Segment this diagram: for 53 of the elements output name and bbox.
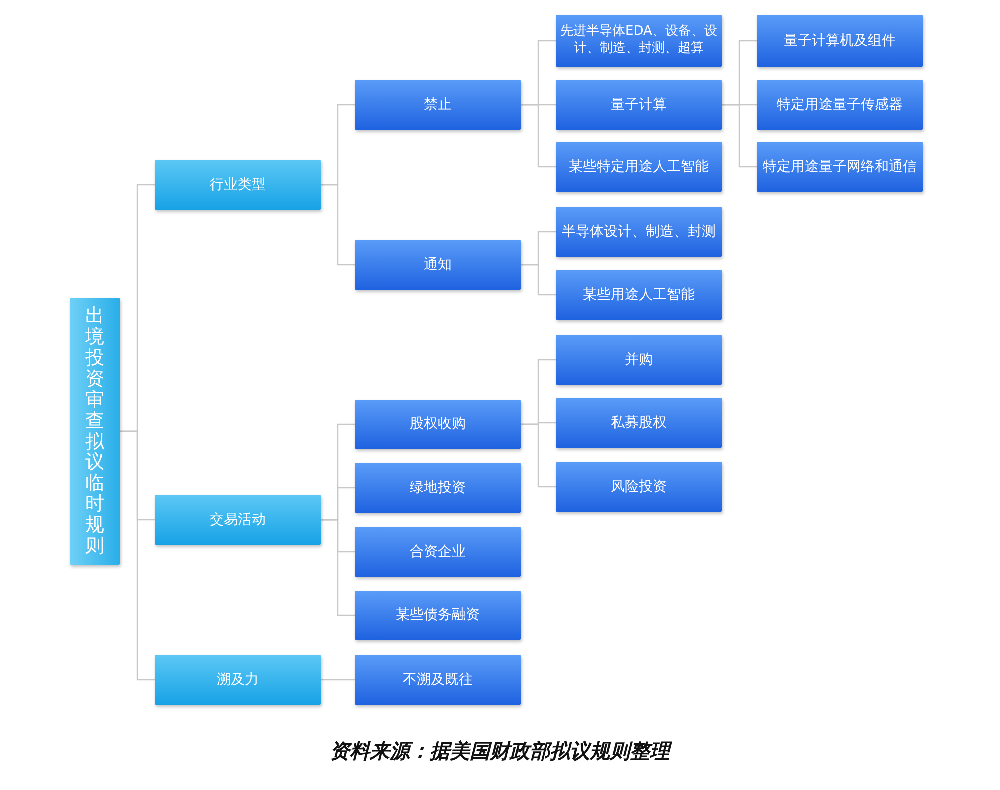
box-label: 溯及力: [217, 670, 259, 690]
box-label: 禁止: [424, 96, 452, 114]
source-caption: 资料来源：据美国财政部拟议规则整理: [0, 738, 1000, 765]
category-box: [355, 463, 521, 513]
category-box: [757, 142, 923, 192]
box-label: 交易活动: [210, 510, 266, 530]
connector-line: [521, 104, 556, 168]
category-box: [757, 15, 923, 67]
category-box: [355, 527, 521, 577]
box-label: 某些特定用途人工智能: [569, 158, 709, 176]
box-label: 私募股权: [611, 414, 667, 432]
category-box: [556, 462, 722, 512]
connector-line: [321, 184, 355, 266]
connector-line: [521, 264, 556, 296]
box-label: 出境投资审查拟议临时规则: [86, 306, 104, 557]
box-label: 并购: [625, 350, 653, 370]
box-label: 风险投资: [611, 478, 667, 496]
box-label: 半导体设计、制造、封测: [562, 222, 716, 242]
box-label: 合资企业: [410, 542, 466, 562]
category-box: [155, 495, 321, 545]
connector-line: [321, 679, 355, 681]
category-box: [556, 207, 722, 257]
category-box: [556, 270, 722, 320]
box-label: 某些用途人工智能: [583, 286, 695, 304]
category-box: [556, 15, 722, 67]
connector-line: [321, 519, 355, 616]
category-box: [556, 80, 722, 130]
category-box: [155, 160, 321, 210]
box-label: 行业类型: [210, 176, 266, 194]
category-box: [155, 655, 321, 705]
box-label: 特定用途量子网络和通信: [763, 158, 917, 176]
category-box: [355, 400, 521, 449]
box-label: 通知: [424, 256, 452, 274]
category-box: [355, 591, 521, 640]
box-label: 股权收购: [410, 415, 466, 434]
box-label: 绿地投资: [410, 478, 466, 498]
category-box: [556, 142, 722, 192]
connector-line: [722, 104, 757, 168]
box-label: 不溯及既往: [403, 670, 473, 690]
category-box: [757, 80, 923, 130]
category-box: [355, 240, 521, 290]
box-label: 先进半导体EDA、设备、设计、制造、封测、超算: [560, 24, 718, 58]
connector-line: [120, 430, 155, 681]
box-label: 量子计算机及组件: [784, 32, 896, 50]
root-box: [70, 298, 120, 565]
category-box: [355, 655, 521, 705]
connector-line: [521, 424, 556, 488]
category-box: [556, 398, 722, 448]
box-label: 量子计算: [611, 96, 667, 114]
box-label: 某些债务融资: [396, 606, 480, 625]
box-label: 特定用途量子传感器: [777, 96, 903, 114]
category-box: [556, 335, 722, 385]
category-box: [355, 80, 521, 130]
